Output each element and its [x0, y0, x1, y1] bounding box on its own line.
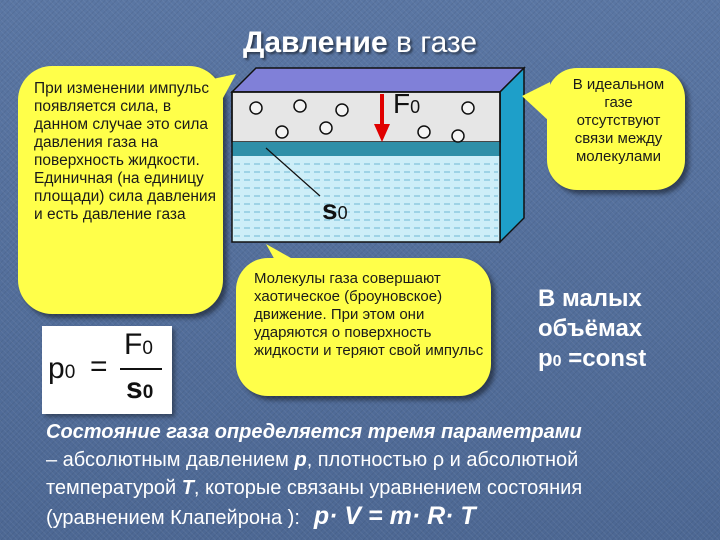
small-volume-line3: p0 =const [538, 345, 647, 372]
callout-ideal-gas-text: В идеальном газе отсутствуют связи между… [572, 76, 665, 165]
title-bold: Давление [242, 26, 388, 59]
formula-fraction-bar [120, 368, 162, 370]
formula-denominator: s0 [126, 372, 154, 405]
area-label: s0 [322, 194, 348, 225]
force-arrow-head [374, 124, 390, 142]
callout-left-pointer [208, 74, 236, 122]
callout-right-pointer [522, 82, 550, 122]
callout-brownian-text: Молекулы газа совершают хаотическое (бро… [254, 270, 484, 359]
molecule [451, 129, 465, 143]
tank-top-face [230, 67, 526, 93]
small-volume-note: В малых объёмах p0 =const [538, 284, 688, 377]
paragraph-line2: – абсолютным давлением p, плотностью ρ и… [46, 449, 579, 471]
molecule [319, 121, 333, 135]
formula-equals: = [90, 350, 108, 383]
paragraph-line1: Состояние газа определяется тремя параме… [46, 421, 582, 443]
liquid-surface [232, 142, 500, 156]
slide-title: Давление в газе [0, 26, 720, 60]
gas-molecules [249, 99, 475, 143]
molecule [417, 125, 431, 139]
pressure-formula: p0 = F0 s0 [42, 326, 172, 414]
area-pointer-line [265, 147, 321, 197]
molecule [275, 125, 289, 139]
clapeyron-equation: p· V = m· R· T [313, 502, 476, 530]
callout-brownian-motion: Молекулы газа совершают хаотическое (бро… [236, 258, 491, 396]
formula-lhs: p0 [48, 352, 76, 385]
molecule [249, 101, 263, 115]
paragraph-line3: температурой T, которые связаны уравнени… [46, 477, 583, 499]
callout-pressure-text: При изменении импульса появляется сила, … [34, 80, 218, 223]
formula-numerator: F0 [124, 328, 153, 361]
force-label: F0 [393, 88, 421, 119]
title-rest: в газе [387, 26, 478, 59]
molecule [461, 101, 475, 115]
liquid-region [232, 156, 500, 242]
small-volume-line2: объёмах [538, 315, 643, 342]
callout-pressure-definition: При изменении импульса появляется сила, … [18, 66, 223, 314]
molecule [335, 103, 349, 117]
callout-mid-pointer [266, 244, 298, 262]
state-equation-paragraph: Состояние газа определяется тремя параме… [46, 418, 700, 532]
callout-ideal-gas: В идеальном газе отсутствуют связи между… [547, 68, 685, 190]
gas-liquid-tank-diagram [230, 66, 526, 244]
paragraph-line4: (уравнением Клапейрона ):p· V = m· R· T [46, 502, 476, 530]
small-volume-line1: В малых [538, 285, 642, 312]
liquid-dash-lines [234, 163, 498, 237]
molecule [293, 99, 307, 113]
